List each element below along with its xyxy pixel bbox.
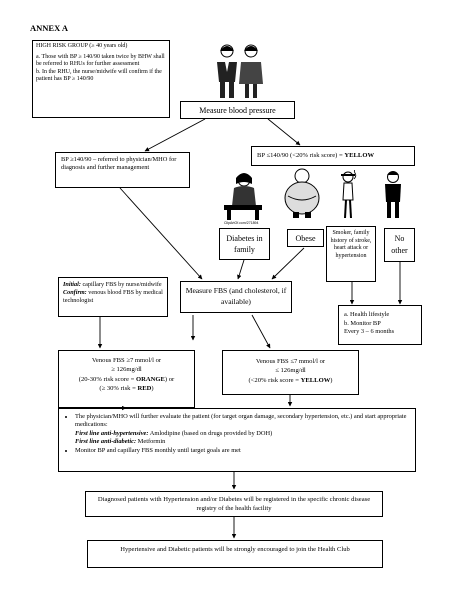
obese-man-icon bbox=[284, 168, 320, 218]
fbs-high-red: RED bbox=[137, 385, 152, 393]
arrow-fbs-to-low bbox=[251, 314, 271, 349]
fbs-low-line3-post: ) bbox=[330, 376, 333, 384]
obese-box: Obese bbox=[287, 229, 324, 247]
fbs-high-line4-pre: (≥ 30% risk = bbox=[99, 385, 138, 393]
measure-fbs-label: Measure FBS (and cholesterol, if availab… bbox=[185, 286, 287, 306]
lifestyle-item-a: a. Health lifestyle bbox=[344, 311, 390, 318]
registry-label: Diagnosed patients with Hypertension and… bbox=[97, 496, 371, 512]
smoker-icon bbox=[341, 170, 357, 219]
diabetes-in-family-label: Diabetes in family bbox=[226, 234, 263, 254]
fbs-high-line2: ≥ 126mg/dl bbox=[111, 366, 142, 374]
smoker-label: Smoker, family history of stroke, heart … bbox=[330, 230, 372, 259]
bp-low-color-word: YELLOW bbox=[344, 152, 375, 159]
fbs-high-line1: Venous FBS ≥7 mmol/l or bbox=[91, 357, 162, 364]
couple-figure-icon bbox=[217, 44, 263, 98]
arrow-obese-to-fbs bbox=[271, 247, 305, 280]
fbs-methods-box: Initial: capillary FBS by nurse/midwife … bbox=[58, 277, 168, 317]
bp-low-label: BP ≤140/90 (<20% risk score) = bbox=[257, 152, 345, 159]
lifestyle-box: a. Health lifestyle b. Monitor BP Every … bbox=[338, 305, 422, 345]
physician-evaluation-box: The physician/MHO will further evaluate … bbox=[58, 408, 416, 472]
fbs-high-orange: ORANGE bbox=[135, 375, 165, 383]
arrow-diabetes-to-fbs bbox=[237, 259, 245, 280]
diabetes-in-family-box: Diabetes in family bbox=[219, 228, 270, 260]
smoker-box: Smoker, family history of stroke, heart … bbox=[326, 226, 376, 282]
physician-bullet-evaluate: The physician/MHO will further evaluate … bbox=[75, 413, 409, 447]
fbs-confirm-label: Confirm: bbox=[63, 289, 87, 297]
obese-label: Obese bbox=[295, 234, 316, 243]
measure-fbs-box: Measure FBS (and cholesterol, if availab… bbox=[180, 281, 292, 313]
fbs-low-line3-pre: (<20% risk score = bbox=[248, 376, 301, 384]
no-other-label: No other bbox=[391, 234, 408, 255]
woman-at-desk-icon bbox=[224, 173, 262, 220]
arrow-bp-to-low bbox=[267, 118, 301, 146]
fbs-high-line3-pre: (20-30% risk score = bbox=[78, 375, 136, 383]
fbs-initial-text: capillary FBS by nurse/midwife bbox=[80, 281, 162, 288]
high-risk-title: HIGH RISK GROUP (≥ 40 years old) bbox=[36, 43, 128, 49]
lifestyle-every: Every 3 – 6 months bbox=[344, 328, 395, 336]
fbs-high-line4-post: ) bbox=[151, 385, 154, 393]
fbs-low-yellow: YELLOW bbox=[300, 376, 331, 384]
bp-high-label: BP ≥140/90 – referred to physician/MHO f… bbox=[61, 156, 177, 171]
bp-high-box: BP ≥140/90 – referred to physician/MHO f… bbox=[55, 152, 190, 188]
health-club-label: Hypertensive and Diabetic patients will … bbox=[120, 546, 350, 553]
man-standing-icon bbox=[385, 171, 401, 218]
health-club-box: Hypertensive and Diabetic patients will … bbox=[87, 540, 383, 568]
anti-hypertensive-text: Amlodipine (based on drugs provided by D… bbox=[148, 429, 273, 437]
high-risk-group-box: HIGH RISK GROUP (≥ 40 years old) a. Thos… bbox=[32, 40, 170, 118]
high-risk-item-b: b. In the RHU, the nurse/midwife will co… bbox=[36, 68, 162, 82]
bp-low-box: BP ≤140/90 (<20% risk score) = YELLOW bbox=[251, 146, 415, 166]
arrow-high-to-fbs bbox=[119, 187, 203, 280]
image-caption: ClipArtOf.com/271894 bbox=[224, 221, 259, 225]
measure-blood-pressure-box: Measure blood pressure bbox=[180, 101, 295, 119]
physician-bullet-monitor: Monitor BP and capillary FBS monthly unt… bbox=[75, 447, 409, 455]
fbs-low-box: Venous FBS ≤7 mmol/l or ≤ 126mg/dl (<20%… bbox=[222, 350, 359, 395]
annex-title: ANNEX A bbox=[30, 23, 69, 33]
anti-diabetic-label: First line anti-diabetic: bbox=[75, 438, 137, 446]
high-risk-item-a: a. Those with BP ≥ 140/90 taken twice by… bbox=[36, 54, 165, 68]
fbs-low-line2: ≤ 126mg/dl bbox=[275, 367, 306, 375]
fbs-low-line1: Venous FBS ≤7 mmol/l or bbox=[255, 358, 326, 365]
anti-hypertensive-label: First line anti-hypertensive: bbox=[75, 429, 149, 437]
registry-box: Diagnosed patients with Hypertension and… bbox=[85, 491, 383, 517]
fbs-confirm-text: venous blood FBS by medical technologist bbox=[63, 289, 163, 305]
fbs-high-box: Venous FBS ≥7 mmol/l or ≥ 126mg/dl (20-3… bbox=[58, 350, 195, 408]
lifestyle-item-b: b. Monitor BP bbox=[344, 319, 381, 327]
no-other-box: No other bbox=[384, 228, 415, 262]
anti-diabetic-text: Metformin bbox=[136, 438, 166, 446]
arrow-bp-to-high bbox=[144, 118, 206, 152]
measure-blood-pressure-label: Measure blood pressure bbox=[199, 106, 276, 115]
fbs-high-line3-post: ) or bbox=[164, 375, 175, 383]
fbs-initial-label: Initial: bbox=[63, 281, 81, 288]
